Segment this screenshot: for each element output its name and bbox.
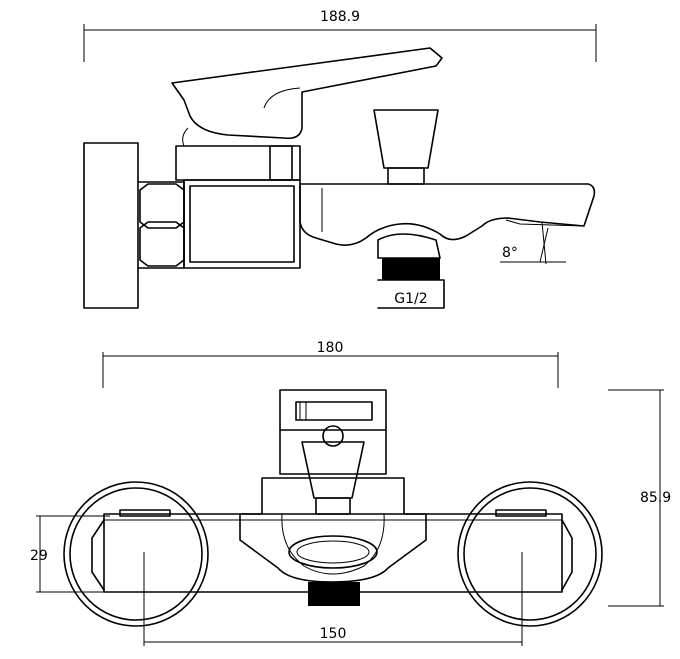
dimension-label-180: 180 [317, 340, 344, 356]
central-housing-front [239, 477, 427, 583]
dimension-overall-width-front: 180 [102, 340, 559, 388]
faucet-body-side [175, 145, 301, 269]
hex-end-right [561, 519, 573, 591]
diverter-knob-side [373, 109, 439, 185]
spout-side [299, 183, 596, 246]
faucet-body-front [103, 509, 563, 593]
lever-handle-side [171, 47, 443, 147]
dimension-center-height-front: 29 [30, 515, 110, 593]
diverter-knob-front [301, 425, 365, 515]
spout-angle-annotation: 8° [500, 221, 566, 265]
dimension-height-front: 85.9 [608, 389, 671, 607]
threaded-outlet-front [308, 582, 360, 606]
wall-flange-left-front [63, 481, 209, 627]
dimension-overall-width-side: 188.9 [83, 9, 597, 62]
front-view: 180 85.9 29 150 [30, 340, 671, 646]
dimension-label-188-9: 188.9 [320, 9, 360, 25]
hex-nut-side [137, 181, 185, 269]
dimension-label-85-9: 85.9 [640, 490, 671, 506]
thread-size-label: G1/2 [394, 291, 427, 307]
threaded-outlet-side: G1/2 [377, 233, 445, 309]
lever-handle-front [279, 389, 387, 475]
wall-flange-side [83, 142, 139, 309]
wall-flange-right-front [457, 481, 603, 627]
dimension-label-29: 29 [30, 548, 48, 564]
angle-label: 8° [502, 245, 518, 261]
side-view: 188.9 [83, 9, 597, 309]
dimension-label-150: 150 [320, 626, 347, 642]
hex-end-left [91, 519, 105, 591]
